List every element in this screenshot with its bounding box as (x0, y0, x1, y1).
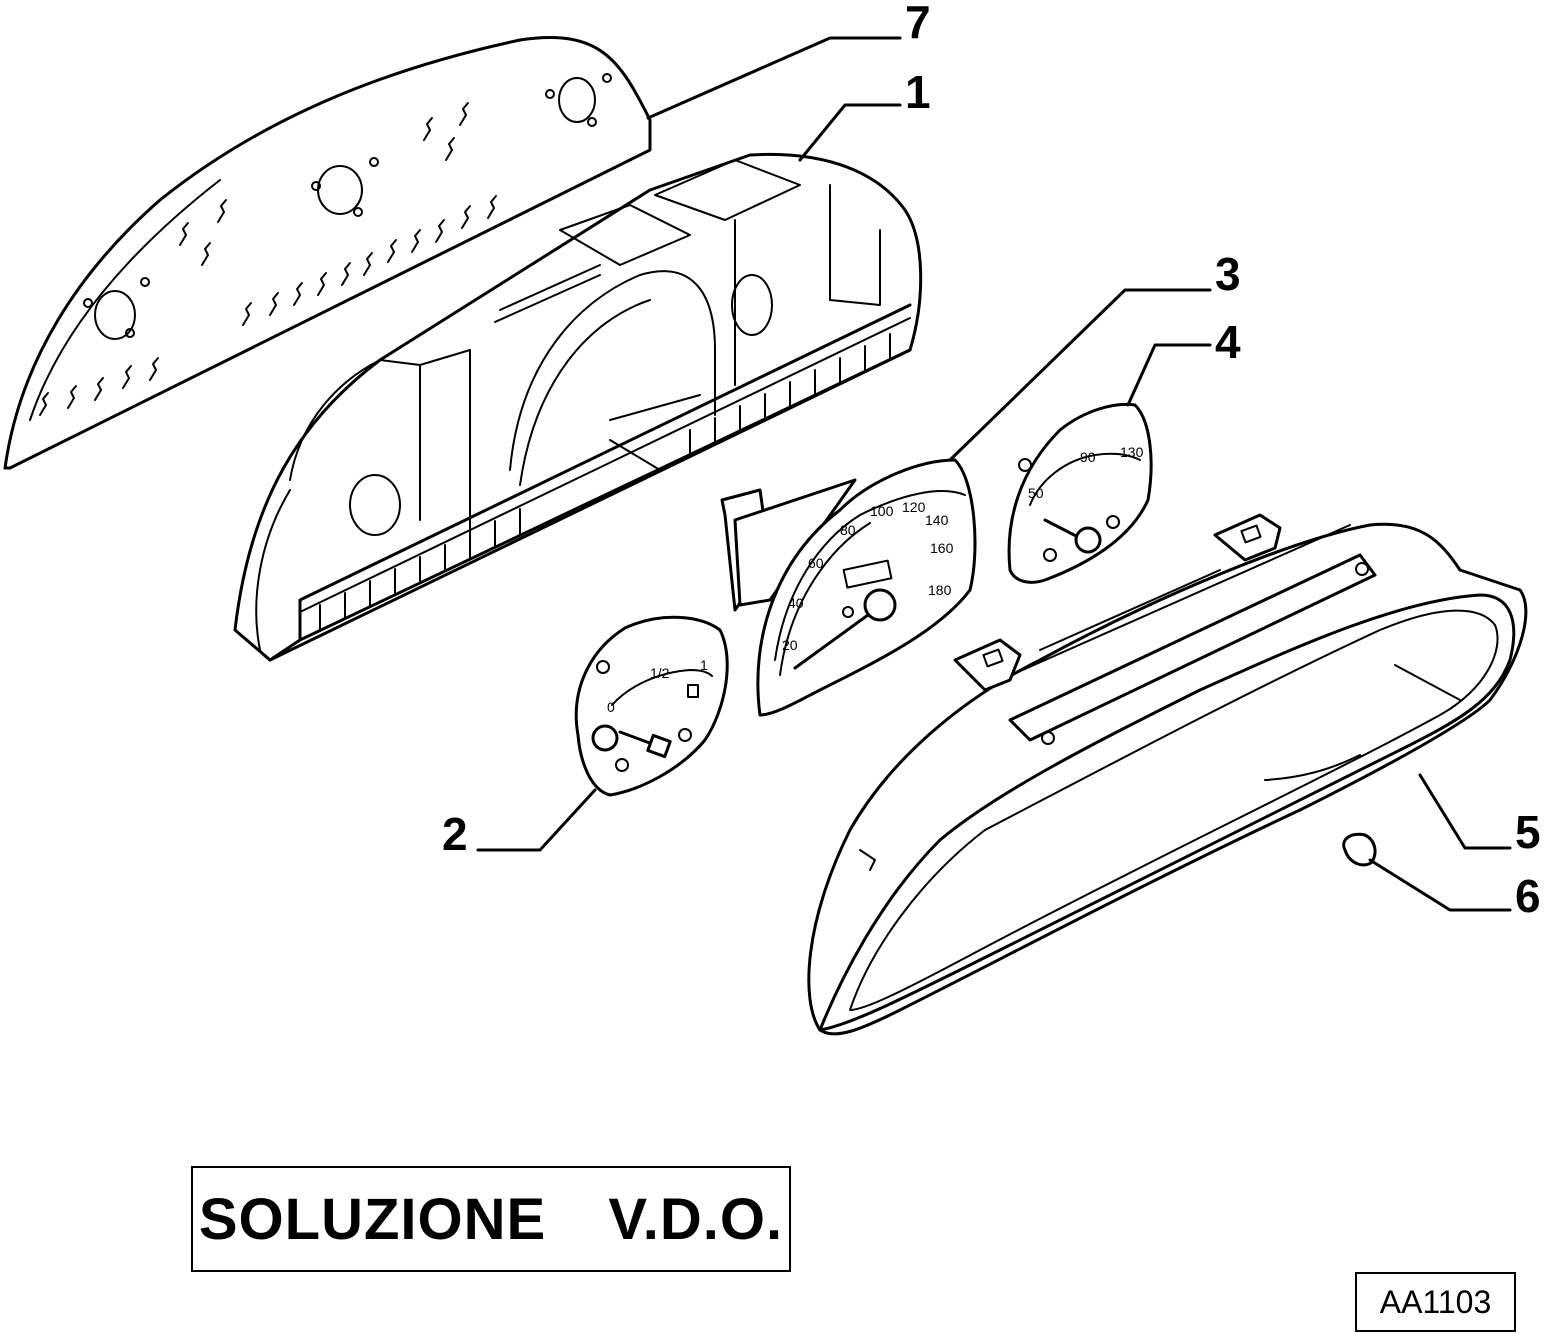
speedometer-part-3: 20 40 60 80 100 120 140 160 180 (720, 458, 977, 717)
title-box: SOLUZIONE V.D.O. (191, 1166, 791, 1272)
tachometer-label-130: 130 (1120, 444, 1144, 460)
speedometer-label-180: 180 (928, 582, 952, 598)
callout-numbers: 7 1 3 4 2 5 6 (442, 0, 1541, 922)
fuel-label-half: 1/2 (650, 665, 670, 681)
tachometer-label-90: 90 (1080, 449, 1096, 465)
callout-7: 7 (905, 0, 931, 48)
callout-3: 3 (1215, 248, 1241, 300)
speedometer-label-80: 80 (840, 522, 856, 538)
speedometer-label-60: 60 (808, 555, 824, 571)
callout-1: 1 (905, 66, 931, 118)
tachometer-part-4: 50 90 130 (1007, 402, 1153, 584)
leader-lines (476, 36, 1512, 912)
knob-part-6 (1342, 832, 1377, 867)
housing-part-1 (233, 152, 923, 662)
speedometer-label-120: 120 (902, 499, 926, 515)
drawing-code: AA1103 (1379, 1283, 1492, 1320)
fuel-label-full: 1 (700, 657, 708, 673)
speedometer-label-40: 40 (788, 595, 804, 611)
callout-6: 6 (1515, 870, 1541, 922)
drawing-code-box: AA1103 (1355, 1272, 1516, 1332)
tachometer-scale: 50 90 130 (1028, 444, 1144, 501)
callout-4: 4 (1215, 316, 1241, 368)
fuel-scale: 0 1/2 1 (607, 657, 708, 715)
tachometer-label-50: 50 (1028, 485, 1044, 501)
speedometer-label-20: 20 (782, 637, 798, 653)
circuit-board-part-7 (3, 36, 652, 470)
fuel-label-0: 0 (607, 699, 615, 715)
speedometer-label-160: 160 (930, 540, 954, 556)
speedometer-label-100: 100 (870, 503, 894, 519)
title-text: SOLUZIONE V.D.O. (198, 1186, 784, 1252)
callout-2: 2 (442, 808, 468, 860)
speedometer-label-140: 140 (925, 512, 949, 528)
fuel-gauge-part-2: 0 1/2 1 (574, 615, 729, 797)
lens-bezel-part-5 (807, 513, 1528, 1036)
speedometer-scale: 20 40 60 80 100 120 140 160 180 (782, 499, 954, 653)
callout-5: 5 (1515, 806, 1541, 858)
